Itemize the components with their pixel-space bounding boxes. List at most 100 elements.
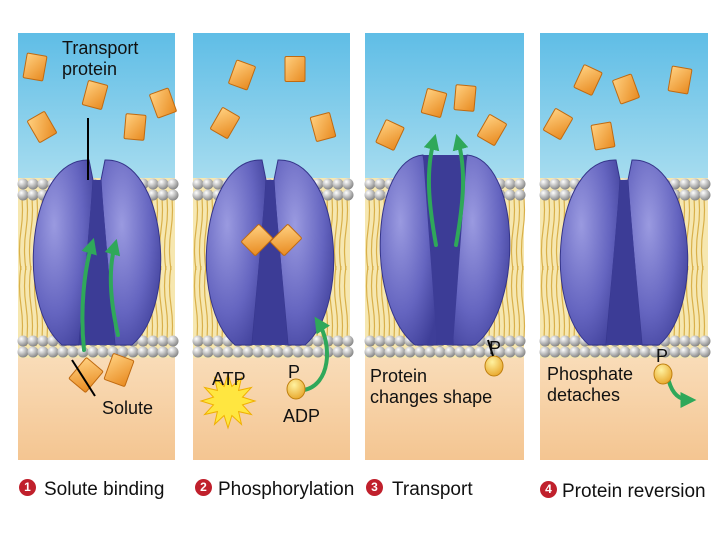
phospholipid-head (559, 335, 571, 347)
phospholipid-head (202, 189, 214, 201)
phospholipid-head (504, 189, 516, 201)
phospholipid-head (599, 346, 611, 358)
phospholipid-head (689, 189, 701, 201)
phospholipid-head (589, 346, 601, 358)
phospholipid-head (332, 346, 344, 358)
phospholipid-head (474, 346, 486, 358)
phospholipid-head (394, 346, 406, 358)
phospholipid-head (27, 189, 39, 201)
phospholipid-head (689, 335, 701, 347)
phosphate-label-panel3: P (489, 338, 502, 358)
lipid-tail (198, 189, 204, 271)
phospholipid-head (679, 189, 691, 201)
lipid-tail (23, 265, 29, 347)
step-3-caption: Transport (392, 479, 473, 500)
phospholipid-head (157, 189, 169, 201)
phospholipid-head (669, 335, 681, 347)
protein-channel (606, 180, 642, 345)
extracellular-space (193, 33, 350, 178)
phospholipid-head (494, 335, 506, 347)
extracellular-solute (228, 59, 256, 91)
extracellular-solute (309, 112, 337, 142)
phospholipid-head (689, 178, 701, 190)
phospholipid-head (167, 335, 179, 347)
phospholipid-head (322, 178, 334, 190)
phospholipid-head (539, 189, 551, 201)
lipid-tail (520, 189, 526, 271)
protein-channel (79, 180, 115, 345)
phospholipid-head (342, 335, 354, 347)
phospholipid-head (404, 346, 416, 358)
lipid-tail (365, 189, 371, 271)
lipid-tail (370, 189, 376, 271)
phospholipid-head (579, 346, 591, 358)
phospholipid-head (127, 346, 139, 358)
solute-label: Solute (102, 398, 154, 418)
phospholipid-head (374, 189, 386, 201)
extracellular-solute (453, 84, 477, 112)
lipid-tail (333, 189, 339, 271)
phospholipid-head (332, 189, 344, 201)
extracellular-solute (27, 111, 57, 143)
lipid-tail (18, 265, 24, 347)
phospholipid-head (444, 346, 456, 358)
lipid-tail (338, 265, 344, 347)
lipid-tail (690, 189, 696, 271)
phospholipid-head (484, 335, 496, 347)
transport-protein-2 (205, 159, 335, 346)
phospholipid-head (87, 346, 99, 358)
phospholipid-head (222, 346, 234, 358)
step-2-caption: Phosphorylation (218, 479, 355, 500)
extracellular-solute (210, 107, 240, 139)
atp-burst-icon (199, 372, 257, 430)
phospholipid-head (414, 346, 426, 358)
phospholipid-head (364, 189, 376, 201)
phospholipid-head (137, 335, 149, 347)
extracellular-solute (123, 113, 147, 141)
lipid-tail (198, 265, 204, 347)
lipid-tail (333, 265, 339, 347)
phospholipid-head (27, 178, 39, 190)
phospholipid-head (37, 346, 49, 358)
phosphate-tether-line (487, 339, 494, 357)
extracellular-space (540, 33, 708, 178)
lipid-tail (343, 265, 349, 347)
lipid-tail (555, 265, 561, 347)
lipid-tail (28, 265, 34, 347)
phosphate-detaches-label: Phosphate detaches (547, 364, 634, 406)
phospholipid-head (312, 335, 324, 347)
phospholipid-head (364, 178, 376, 190)
lipid-tail (18, 189, 24, 271)
phospholipid-head (464, 346, 476, 358)
phospholipid-head (192, 189, 204, 201)
phospholipid-head (97, 346, 109, 358)
lipid-tail (168, 189, 174, 271)
phospholipid-head (424, 346, 436, 358)
phospholipid-head (292, 346, 304, 358)
transport-protein-label: Transport protein (62, 38, 139, 80)
phospholipid-head (342, 346, 354, 358)
phospholipid-head (17, 189, 29, 201)
phospholipid-head (364, 335, 376, 347)
phospholipid-head (202, 346, 214, 358)
step-4-caption: Protein reversion (562, 481, 706, 502)
phospholipid-head (27, 346, 39, 358)
lipid-tail (550, 189, 556, 271)
atp-label: ATP (212, 369, 246, 389)
phospholipid-head (384, 346, 396, 358)
phospholipid-head (332, 335, 344, 347)
phospholipid-head (514, 189, 526, 201)
phospholipid-head (147, 178, 159, 190)
extracellular-solute (590, 121, 616, 151)
phospholipid-head (342, 178, 354, 190)
phospholipid-head (689, 346, 701, 358)
phosphate-label-panel2: P (288, 362, 301, 382)
lipid-tail (168, 265, 174, 347)
lipid-tail (520, 265, 526, 347)
phospholipid-head (302, 346, 314, 358)
phospholipid-head (322, 189, 334, 201)
bound-solute (241, 224, 273, 256)
lipid-tail (338, 189, 344, 271)
lipid-tail (163, 265, 169, 347)
